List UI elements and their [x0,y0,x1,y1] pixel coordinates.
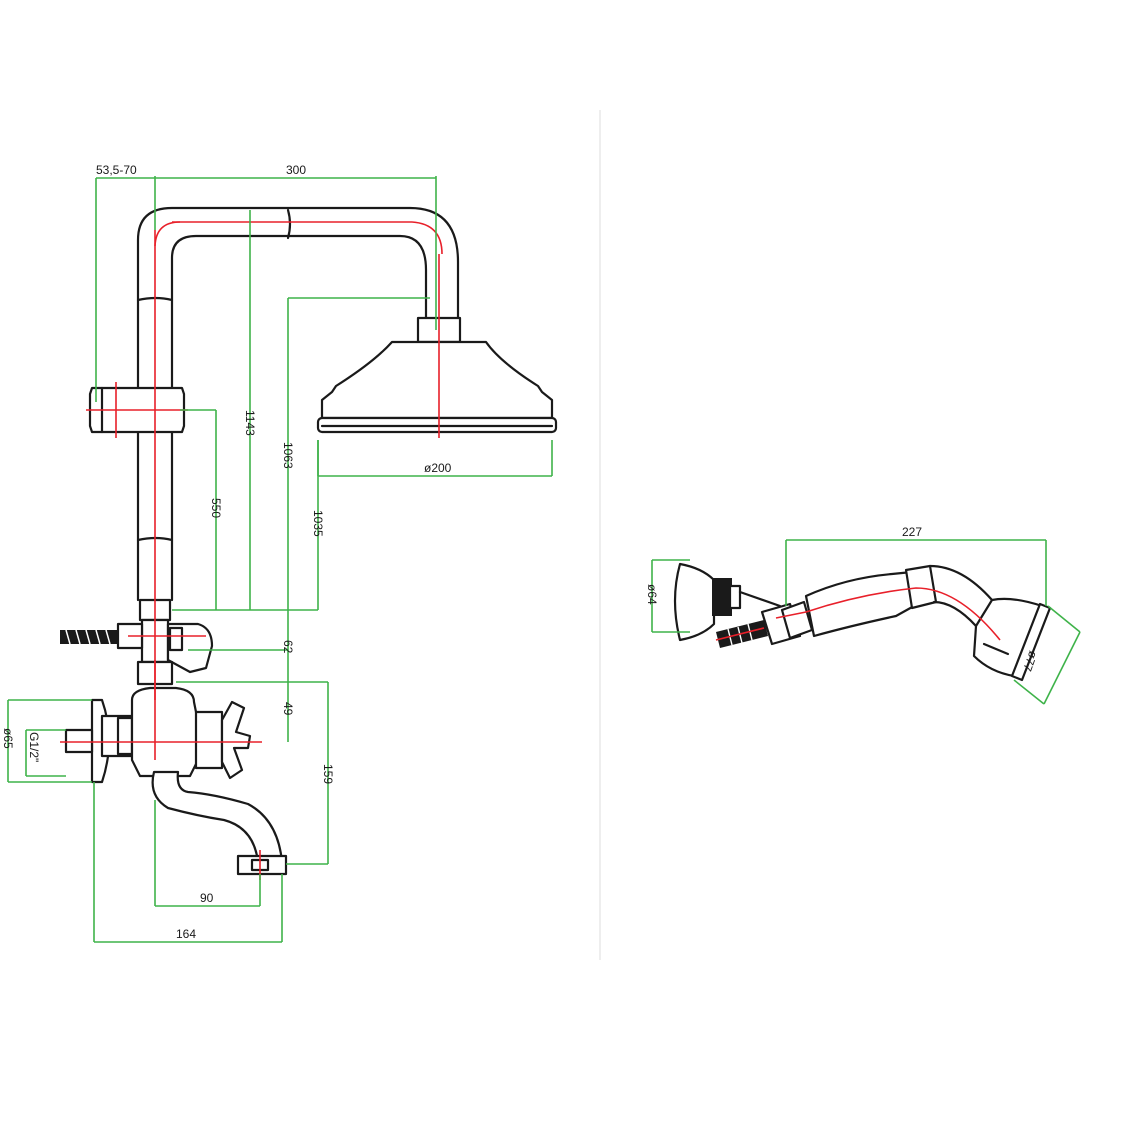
handset-end-nut [712,578,732,616]
handset-dimension-lines [651,539,1081,705]
dim-spout-height: 159 [321,764,335,784]
dimension-labels: 53,5-70 300 1143 1063 1035 550 ø200 62 4… [1,163,1040,941]
handset-head-line [982,642,1010,656]
dim-overall-depth: 164 [176,927,196,941]
bath-mixer [64,686,288,876]
handset-handle-collar [904,564,938,610]
inlet-nut [64,728,94,754]
arm-joint [286,208,292,240]
handset-end-collar [728,584,742,610]
handset-neck-lower [932,600,978,628]
dimension-lines [7,176,553,943]
handset-link [738,590,782,608]
inlet-collar [116,716,134,756]
handset-end-cup [673,562,716,642]
dim-handset-end: ø64 [645,584,659,605]
centerlines [60,221,443,880]
hose-stub [60,629,118,645]
shower-head-body [320,340,554,420]
diverter-knob [168,626,184,652]
dim-spout-reach: 90 [200,891,214,905]
dim-offset-62: 62 [281,640,295,654]
handset-neck-upper [928,564,994,602]
dim-slider-height: 550 [209,498,223,518]
dim-riser-height: 1143 [243,410,257,436]
handset-centerline [715,587,1001,641]
dim-head-height: 1063 [281,442,295,469]
bend-centerline [154,221,181,247]
handset-head-face [1010,602,1052,682]
cross-handle [220,700,252,780]
spout [151,770,284,864]
dim-handset-head: ø77 [1020,649,1040,674]
dim-inlet-thread: G1/2" [27,732,41,762]
shower-column [60,206,558,686]
bend-centerline-2 [411,221,443,255]
dim-handset-length: 227 [902,525,922,539]
dim-arm-length: 300 [286,163,306,177]
dim-offset-49: 49 [281,702,295,716]
valve-bonnet [194,710,224,770]
dim-bracket-range: 53,5-70 [96,163,137,177]
hand-shower [673,562,1052,682]
riser-pipe-inner [170,234,428,602]
riser-pipe-outer [136,206,460,602]
dim-head-diameter: ø200 [424,461,452,475]
dim-inlet-size: ø65 [1,728,15,749]
handset-handle [804,570,916,638]
dim-head-bottom-height: 1035 [311,510,325,537]
